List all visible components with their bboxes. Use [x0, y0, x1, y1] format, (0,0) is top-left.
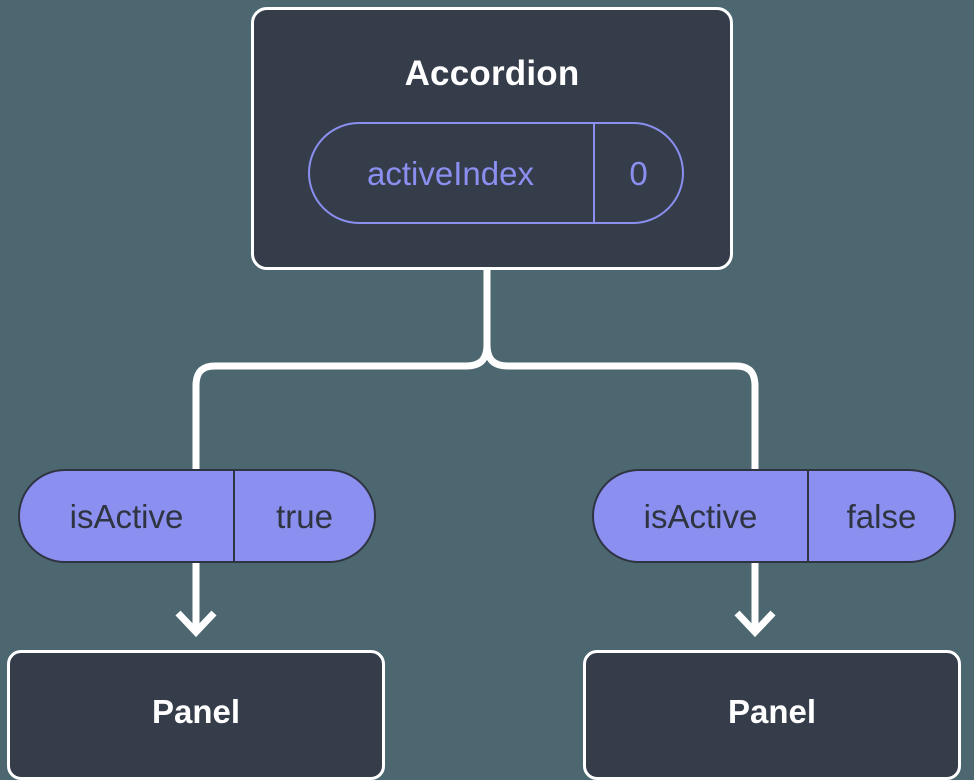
prop-value-label: false — [846, 497, 917, 535]
arrow-down-icon-left — [175, 610, 217, 638]
prop-key-label: isActive — [20, 471, 235, 561]
prop-value-label: true — [276, 497, 333, 535]
state-key-label: activeIndex — [310, 124, 595, 222]
component-node-panel-right[interactable]: Panel — [583, 650, 961, 780]
component-node-panel-left[interactable]: Panel — [7, 650, 385, 780]
state-value-label: 0 — [629, 154, 648, 192]
arrow-down-icon-right — [734, 610, 776, 638]
component-node-accordion[interactable]: Accordion activeIndex 0 — [251, 7, 733, 270]
prop-pill-is-active-false[interactable]: isActive false — [592, 469, 956, 563]
connector-fork — [192, 343, 491, 470]
state-pill-active-index[interactable]: activeIndex 0 — [308, 122, 684, 224]
prop-key-label: isActive — [594, 471, 809, 561]
component-title-panel-right: Panel — [727, 693, 817, 730]
connector-fork-right — [483, 343, 759, 470]
component-title-accordion: Accordion — [404, 54, 580, 93]
component-title-panel-left: Panel — [151, 693, 241, 730]
prop-pill-is-active-true[interactable]: isActive true — [18, 469, 376, 563]
